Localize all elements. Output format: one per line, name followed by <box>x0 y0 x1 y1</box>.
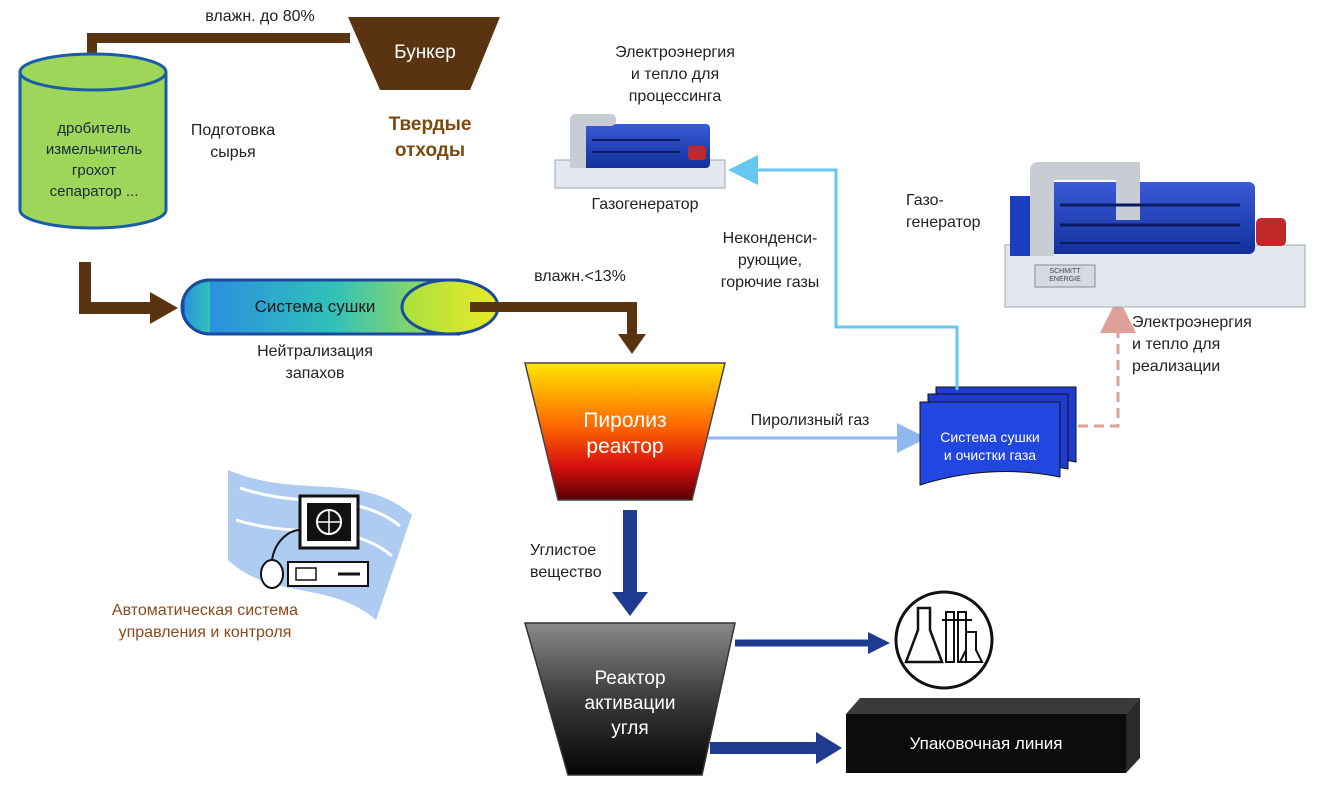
moisture-13-label: влажн.<13% <box>534 268 626 285</box>
moisture-80-label: влажн. до 80% <box>205 8 315 25</box>
prep-caption: Подготовка сырья <box>190 122 276 161</box>
prep-equipment-text: дробитель измельчитель грохот сепаратор … <box>45 120 143 200</box>
large-generator-output-label: Электроэнергия и тепло для реализации <box>1132 314 1252 375</box>
gas-cleaning-label: Система сушки и очистки газа <box>940 429 1040 463</box>
bunker-hopper <box>348 17 500 90</box>
arrow-power-for-sale <box>1078 297 1136 428</box>
arrow-prep-to-drying <box>79 262 178 324</box>
bunker-label: Бункер <box>394 42 456 63</box>
carbon-substance-label: Углистое вещество <box>530 542 602 581</box>
pyrolysis-gas-label: Пиролизный газ <box>750 412 870 429</box>
arrow-drying-to-pyrolysis <box>470 302 646 354</box>
solid-waste-label: Твердые отходы <box>388 114 472 161</box>
lab-flask-icon <box>894 590 994 690</box>
prep-cylinder <box>18 52 168 230</box>
control-system-label: Автоматическая система управления и конт… <box>111 602 299 641</box>
pyrolysis-reactor <box>524 362 726 501</box>
arrow-to-lab <box>735 632 890 654</box>
small-generator-output-label: Электроэнергия и тепло для процессинга <box>615 44 735 105</box>
activation-reactor <box>524 622 736 776</box>
arrow-to-packaging <box>710 732 842 764</box>
odor-neutralization-label: Нейтрализация запахов <box>257 343 373 382</box>
gas-cleaning-system <box>919 386 1077 486</box>
gas-generator-large <box>1004 162 1306 308</box>
pyrolysis-label: Пиролиз реактор <box>583 409 667 458</box>
drying-system <box>180 278 500 336</box>
packaging-line-box <box>846 698 1140 773</box>
large-generator-label: Газо- генератор <box>906 192 981 231</box>
arrow-gas-to-small-generator <box>728 155 959 390</box>
gas-generator-small <box>554 114 726 189</box>
control-computer-icon <box>228 470 412 620</box>
small-generator-label: Газогенератор <box>591 196 699 213</box>
drying-label: Система сушки <box>254 297 376 316</box>
activation-label: Реактор активации угля <box>584 668 676 739</box>
packaging-label: Упаковочная линия <box>909 734 1063 753</box>
generator-plate-text: SCHMITT ENERGIE <box>1049 268 1081 283</box>
arrow-carbon-to-activation <box>612 510 648 616</box>
non-condensing-gases-label: Неконденси- рующие, горючие газы <box>720 230 820 291</box>
